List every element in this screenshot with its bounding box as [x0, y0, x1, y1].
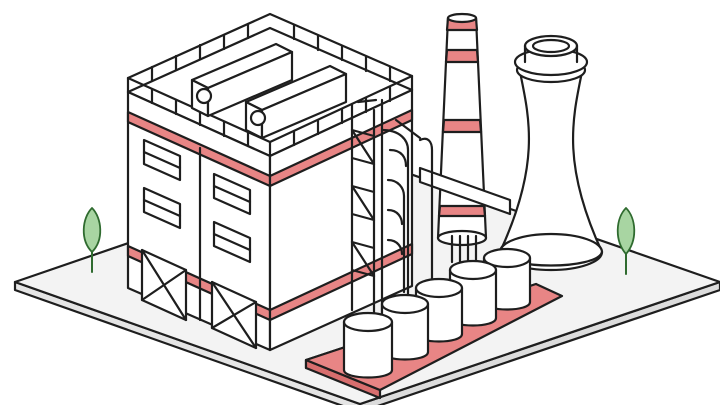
tank-2	[380, 293, 430, 361]
duct	[418, 166, 512, 216]
tree-left	[82, 207, 102, 273]
roof-unit-left	[190, 42, 294, 118]
smokestack	[436, 12, 488, 266]
pipework	[380, 118, 434, 302]
tree-right	[616, 207, 636, 275]
steel-ladder-frame	[350, 98, 384, 326]
storage-tanks	[342, 247, 532, 379]
tank-1	[342, 311, 394, 379]
cooling-tower	[498, 34, 604, 272]
roof-unit-right	[244, 64, 348, 140]
